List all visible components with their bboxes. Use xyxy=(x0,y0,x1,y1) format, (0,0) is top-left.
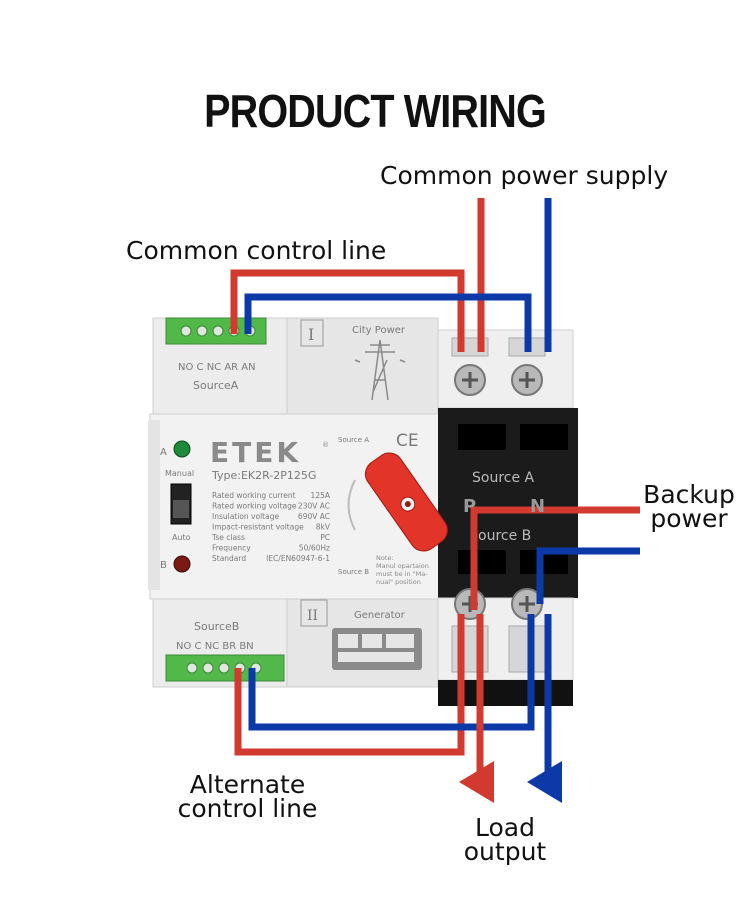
spec-name: Rated working voltage xyxy=(212,502,297,511)
source-a-black-label: Source A xyxy=(472,470,535,486)
source-a-small-label: Source A xyxy=(338,436,369,444)
terminal-bottom-label: NO C NC BR BN xyxy=(176,641,254,652)
source-b-small-label: Source B xyxy=(338,568,369,576)
spec-name: Insulation voltage xyxy=(212,512,279,521)
spec-value: 690V AC xyxy=(298,512,330,521)
source-b-panel-label: SourceB xyxy=(194,620,239,633)
indicator-a-led xyxy=(173,440,191,458)
common-control-line-label: Common control line xyxy=(126,236,387,265)
note-text: Note: Manul opartaion must be in "Ma- nu… xyxy=(376,554,429,586)
backup-live-wire xyxy=(470,506,640,610)
spec-name: Tse class xyxy=(211,533,245,542)
svg-text:must be in "Ma-: must be in "Ma- xyxy=(376,570,428,578)
indicator-a-label: A xyxy=(160,447,167,458)
svg-text:Note:: Note: xyxy=(376,554,394,562)
backup-power-label-line2: power xyxy=(650,504,728,533)
spec-name: Rated working current xyxy=(212,491,296,500)
alternate-control-line-label-line1: Alternate xyxy=(189,770,306,799)
brand-logo: ETEK xyxy=(210,436,301,469)
brand-registered-mark: ® xyxy=(322,441,329,449)
source-a-panel-label: SourceA xyxy=(193,379,239,392)
generator-icon xyxy=(332,628,422,670)
pylon-icon xyxy=(354,339,406,401)
load-output-label-line1: Load xyxy=(475,813,535,842)
spec-value: IEC/EN60947-6-1 xyxy=(266,554,330,563)
spec-table: Rated working current 125A Rated working v… xyxy=(211,491,331,563)
svg-text:Manul opartaion: Manul opartaion xyxy=(376,562,429,570)
alternate-control-line-label-line2: control line xyxy=(177,794,318,823)
indicator-b-led xyxy=(173,555,191,573)
manual-label: Manual xyxy=(165,469,194,478)
spec-value: 8kV xyxy=(316,523,331,532)
spec-name: Standard xyxy=(212,554,246,563)
indicator-b-label: B xyxy=(160,560,167,571)
source-b-black-label: ource B xyxy=(478,528,531,544)
generator-label: Generator xyxy=(354,610,406,621)
load-output-label-line2: output xyxy=(463,837,547,866)
spec-value: PC xyxy=(320,533,330,542)
spec-value: 125A xyxy=(311,491,331,500)
spec-name: Impact-resistant voltage xyxy=(212,523,304,532)
spec-name: Frequency xyxy=(212,544,251,553)
terminal-top-label: NO C NC AR AN xyxy=(178,362,256,373)
svg-text:nual" position: nual" position xyxy=(376,578,421,586)
backup-neutral-wire xyxy=(536,547,640,604)
spec-value: 230V AC xyxy=(298,502,330,511)
alternate-control-live-wire xyxy=(234,614,465,756)
alternate-control-neutral-wire xyxy=(248,614,535,731)
p-letter: P xyxy=(463,496,476,517)
page-title: PRODUCT WIRING xyxy=(204,85,547,137)
wires xyxy=(230,198,640,803)
common-control-live-wire xyxy=(230,269,465,352)
roman-two-label: II xyxy=(307,608,318,624)
roman-one-label: I xyxy=(308,325,314,344)
city-power-label: City Power xyxy=(352,325,406,336)
auto-label: Auto xyxy=(172,533,191,542)
n-letter: N xyxy=(530,496,545,517)
backup-power-label-line1: Backup xyxy=(643,480,735,509)
ce-mark: CE xyxy=(396,431,419,451)
spec-value: 50/60Hz xyxy=(299,544,330,553)
common-power-supply-label: Common power supply xyxy=(380,161,669,190)
selector-handle xyxy=(364,452,448,552)
common-control-neutral-wire xyxy=(244,293,532,352)
type-label: Type:EK2R-2P125G xyxy=(211,469,316,482)
